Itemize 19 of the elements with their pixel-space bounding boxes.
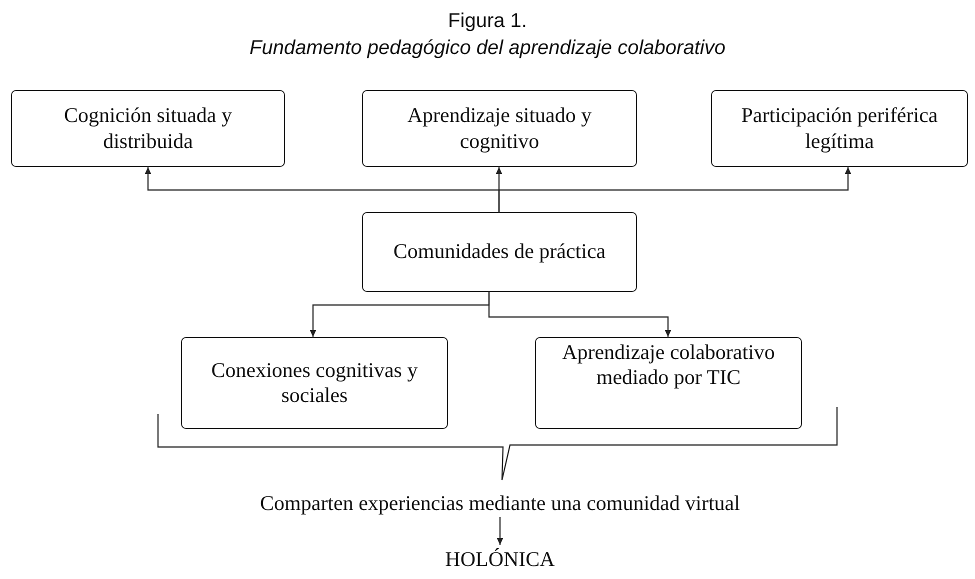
box-text: Aprendizaje situado y cognitivo	[406, 103, 593, 154]
arrow	[498, 167, 852, 212]
arrow	[496, 517, 504, 545]
box-text: Participación periférica legítima	[740, 103, 939, 154]
box-text: Conexiones cognitivas y sociales	[210, 358, 419, 408]
concept-box	[11, 90, 285, 167]
figure-title: Figura 1.	[448, 10, 527, 32]
concept-box	[535, 337, 802, 429]
figure-caption: Fundamento pedagógico del aprendizaje colaborativo	[250, 37, 726, 59]
box-text: Cognición situada y distribuida	[63, 103, 233, 154]
arrow	[488, 292, 672, 337]
text-label: HOLÓNICA	[445, 547, 555, 573]
concept-box	[711, 90, 968, 167]
concept-box	[181, 337, 448, 429]
box-text: Aprendizaje colaborativo mediado por TIC	[561, 340, 776, 390]
concept-box	[362, 90, 637, 167]
concept-box	[362, 212, 637, 292]
text-label: Comparten experiencias mediante una comunidad virtual	[260, 490, 740, 516]
box-text: Comunidades de práctica	[393, 239, 606, 265]
